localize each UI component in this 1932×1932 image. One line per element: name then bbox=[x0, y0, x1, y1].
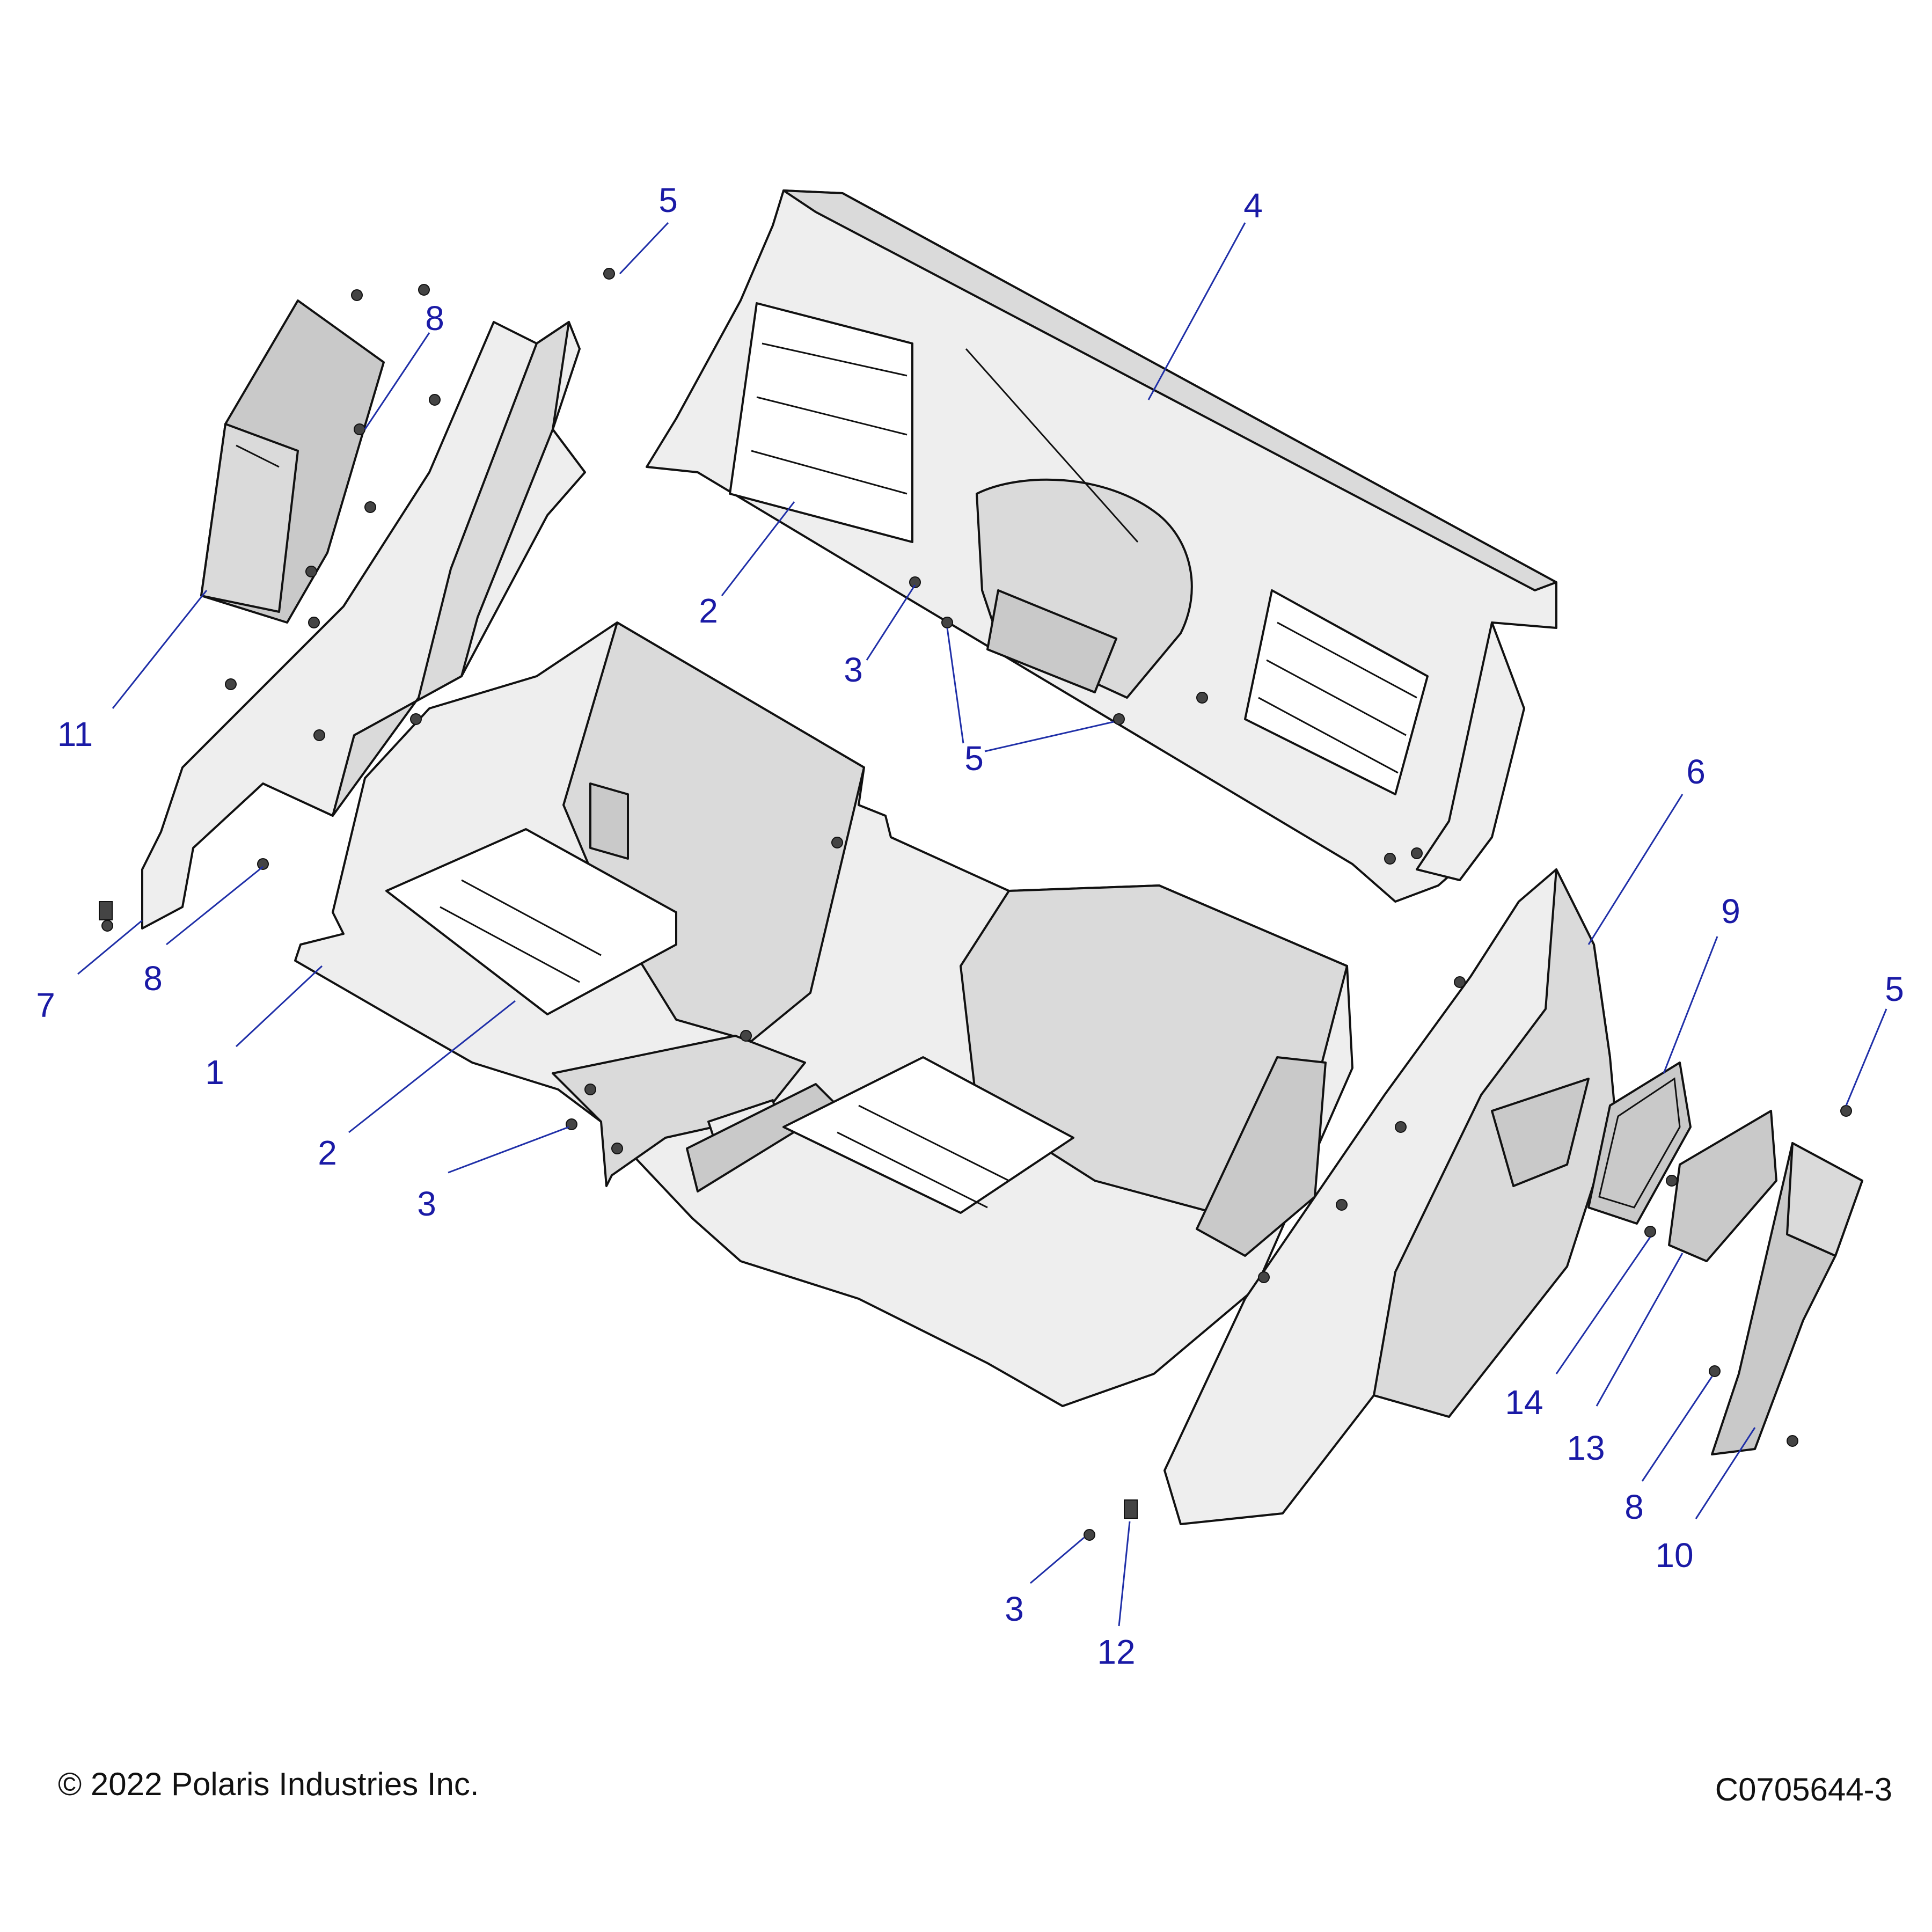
part-left-upper-panel bbox=[200, 299, 385, 624]
callout-7: 7 bbox=[36, 986, 55, 1024]
callout-8-top: 8 bbox=[425, 299, 444, 338]
callout-5-top: 5 bbox=[658, 181, 678, 219]
part-left-side-panel bbox=[141, 321, 586, 930]
callout-2-upper: 2 bbox=[699, 591, 718, 630]
part-rear-floor-tub bbox=[294, 621, 1353, 1407]
callout-8-right: 8 bbox=[1624, 1488, 1644, 1526]
drawing-number: C0705644-3 bbox=[1715, 1772, 1892, 1807]
callout-3-bottom: 3 bbox=[1005, 1590, 1024, 1628]
leader-lines bbox=[77, 222, 1887, 1627]
callout-3-upper: 3 bbox=[844, 650, 863, 689]
copyright-notice: © 2022 Polaris Industries Inc. bbox=[58, 1766, 479, 1802]
callout-5-right: 5 bbox=[1885, 970, 1904, 1008]
callout-3-lower: 3 bbox=[417, 1184, 436, 1223]
callout-14: 14 bbox=[1505, 1383, 1543, 1422]
part-bracket-panel bbox=[1668, 1110, 1777, 1262]
callouts: 5 4 8 2 3 5 11 7 8 1 2 3 6 9 5 14 13 8 1… bbox=[36, 181, 1904, 1671]
callout-8-left: 8 bbox=[143, 959, 163, 998]
callout-4: 4 bbox=[1243, 186, 1263, 225]
callout-11: 11 bbox=[57, 715, 93, 753]
part-right-rear-panel bbox=[1711, 1142, 1863, 1455]
callout-1: 1 bbox=[205, 1053, 224, 1092]
callout-5-middle: 5 bbox=[964, 739, 984, 778]
callout-10: 10 bbox=[1655, 1536, 1693, 1575]
callout-12: 12 bbox=[1097, 1633, 1135, 1671]
fasteners bbox=[99, 268, 1852, 1541]
part-right-side-panel bbox=[1163, 868, 1616, 1525]
part-floor-mats bbox=[385, 828, 1074, 1214]
callout-6: 6 bbox=[1686, 752, 1706, 791]
part-grille bbox=[1587, 1062, 1692, 1225]
callout-9: 9 bbox=[1721, 892, 1740, 931]
part-rear-bulkhead bbox=[646, 189, 1557, 903]
callout-13: 13 bbox=[1567, 1429, 1605, 1467]
callout-2-lower: 2 bbox=[318, 1133, 337, 1172]
